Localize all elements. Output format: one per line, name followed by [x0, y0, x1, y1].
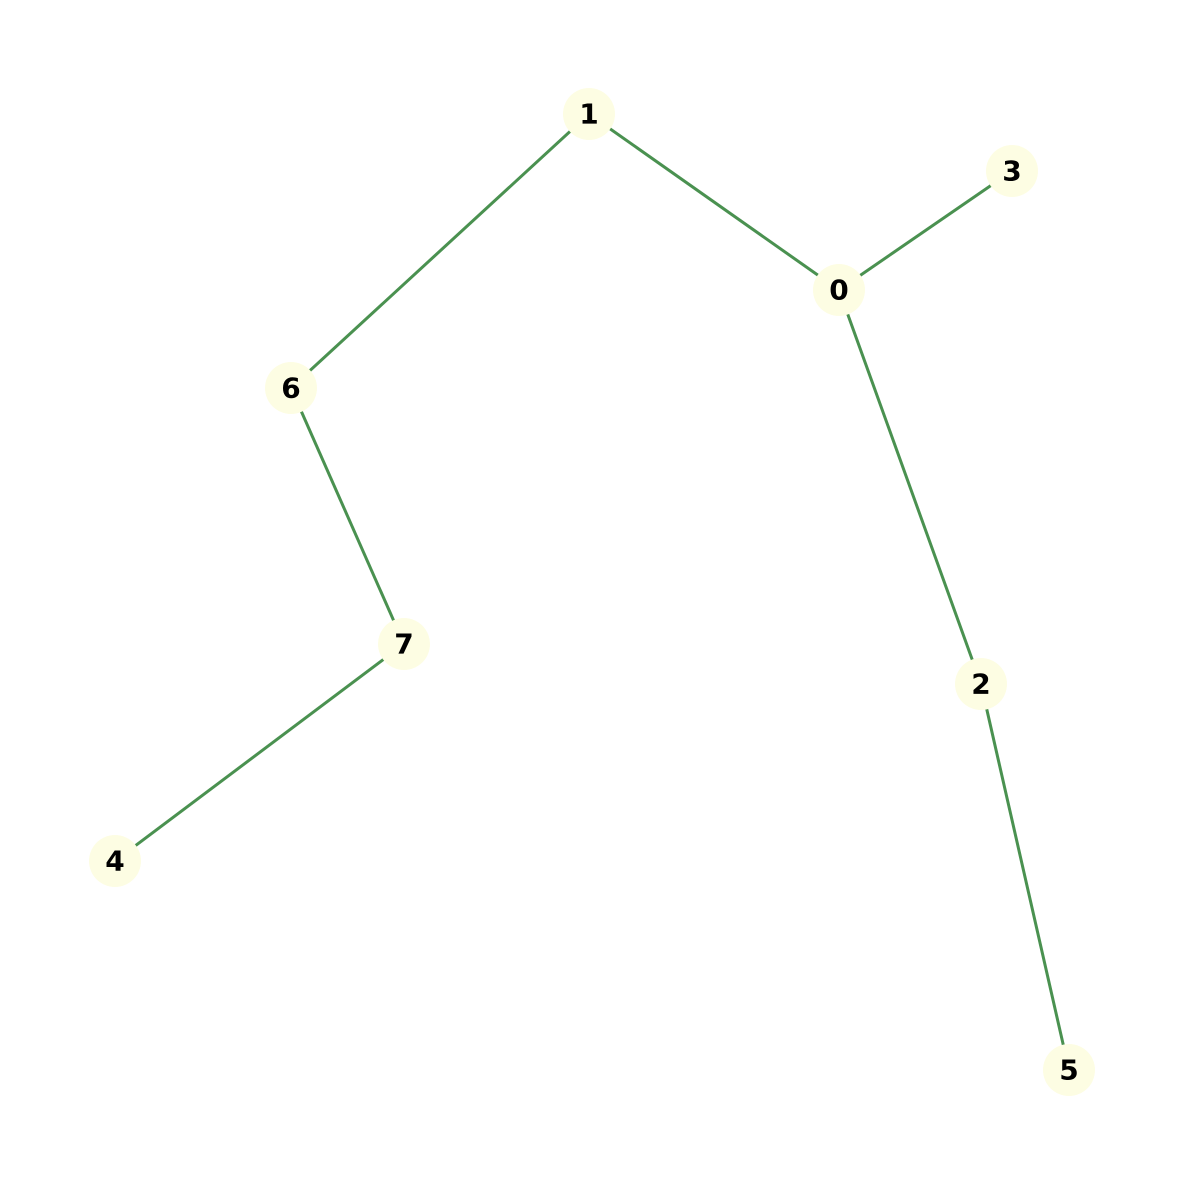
- node-label-4: 4: [105, 845, 124, 878]
- edge-2-5: [979, 683, 1071, 1071]
- node-circle-6: [265, 362, 317, 414]
- node-label-2: 2: [971, 668, 990, 701]
- node-4: 4: [89, 835, 141, 887]
- edges-layer: [114, 112, 1071, 1071]
- node-7: 7: [378, 618, 430, 670]
- edge-7-4: [114, 642, 405, 863]
- node-circle-3: [986, 145, 1038, 197]
- node-2: 2: [955, 658, 1007, 710]
- node-1: 1: [563, 88, 615, 140]
- node-label-0: 0: [829, 274, 848, 307]
- nodes-layer: 0 1 2 3 4 5 6 7: [89, 88, 1095, 1096]
- edge-1-6: [289, 112, 591, 390]
- node-label-5: 5: [1059, 1054, 1078, 1087]
- node-circle-4: [89, 835, 141, 887]
- node-5: 5: [1043, 1044, 1095, 1096]
- node-circle-1: [563, 88, 615, 140]
- node-0: 0: [813, 264, 865, 316]
- node-label-3: 3: [1002, 155, 1021, 188]
- node-circle-7: [378, 618, 430, 670]
- edge-0-2: [837, 289, 983, 685]
- node-circle-0: [813, 264, 865, 316]
- node-3: 3: [986, 145, 1038, 197]
- node-6: 6: [265, 362, 317, 414]
- edge-6-7: [289, 387, 406, 645]
- node-circle-2: [955, 658, 1007, 710]
- edge-1-0: [588, 112, 840, 292]
- node-label-7: 7: [394, 628, 413, 661]
- node-label-6: 6: [281, 372, 300, 405]
- node-circle-5: [1043, 1044, 1095, 1096]
- node-label-1: 1: [579, 98, 598, 131]
- edge-0-3: [838, 169, 1013, 292]
